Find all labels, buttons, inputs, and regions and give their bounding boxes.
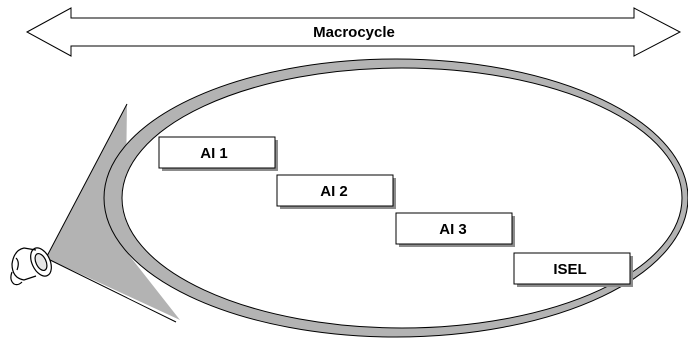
macrocycle-arrow: Macrocycle (25, 7, 682, 57)
block-ai-1: AI 1 (158, 136, 278, 171)
block-label: AI 2 (320, 183, 348, 200)
block-label: ISEL (553, 261, 586, 278)
block-ai-2: AI 2 (276, 174, 396, 209)
zoom-ellipse (121, 67, 683, 329)
block-ai-3: AI 3 (395, 212, 515, 247)
block-label: AI 1 (200, 145, 228, 162)
macrocycle-label: Macrocycle (313, 24, 395, 41)
block-label: AI 3 (439, 221, 467, 238)
block-isel: ISEL (513, 252, 633, 287)
camera-icon (10, 247, 52, 286)
